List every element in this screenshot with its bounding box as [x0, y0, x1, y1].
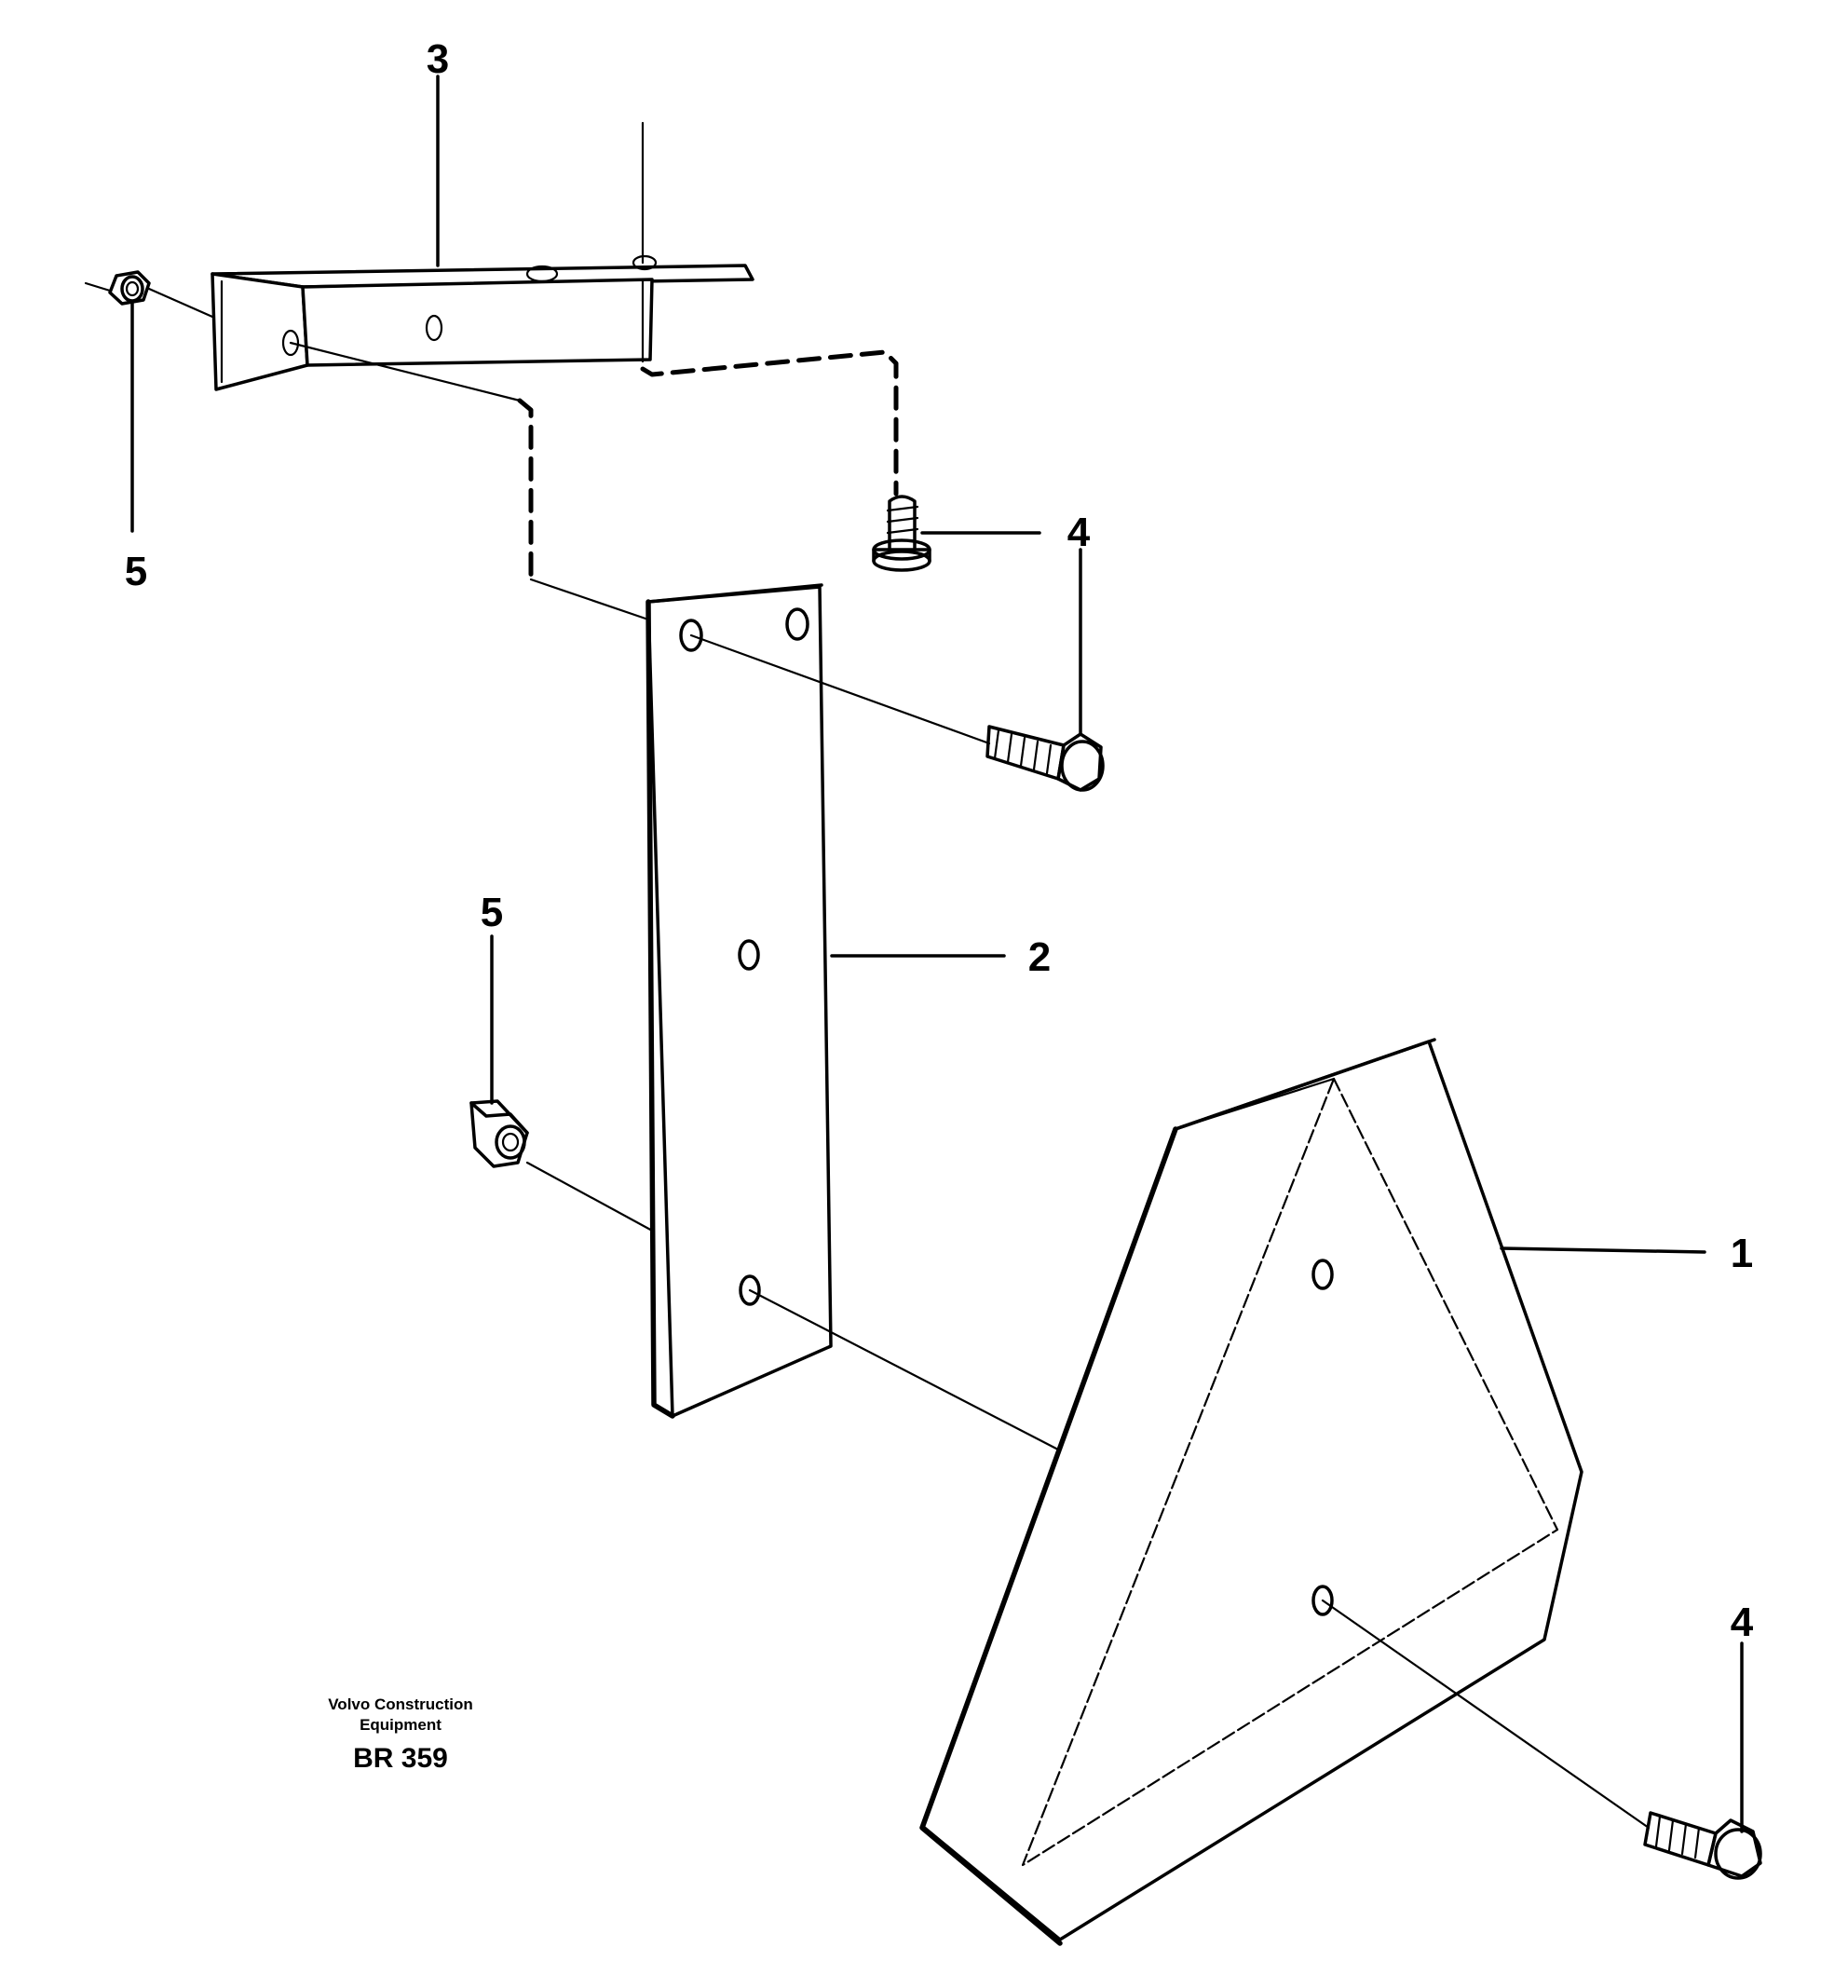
assembly-lines: [84, 121, 1651, 1830]
hex-nut-upper-part-5: [108, 270, 151, 306]
bolt-tip-with-washer-part-4: [872, 495, 931, 572]
credit-line-2: Equipment: [360, 1716, 442, 1734]
hex-bolt-lower-part-4: [1643, 1811, 1762, 1880]
callout-5-upper: 5: [125, 549, 147, 594]
callout-2: 2: [1028, 934, 1051, 980]
drawing-number: BR 359: [353, 1743, 448, 1774]
hex-bolt-upper-part-4: [985, 725, 1105, 792]
callout-4-lower: 4: [1731, 1600, 1754, 1645]
callout-3: 3: [427, 36, 449, 82]
callout-4-middle: 4: [1067, 510, 1091, 555]
credit-line-1: Volvo Construction: [328, 1695, 473, 1713]
credit-block: Volvo Construction Equipment BR 359: [328, 1695, 473, 1774]
reflector-sign-part-1: [919, 1038, 1583, 1946]
mounting-plate-part-2: [645, 583, 833, 1419]
callout-1: 1: [1731, 1231, 1753, 1276]
callout-5-lower: 5: [481, 890, 503, 935]
angle-bracket-part-3: [211, 254, 754, 391]
leader-lines: [130, 75, 1744, 1833]
callout-labels: 3 5 4 5 2 1 4: [125, 36, 1754, 1645]
hex-nut-lower-part-5: [469, 1099, 529, 1168]
